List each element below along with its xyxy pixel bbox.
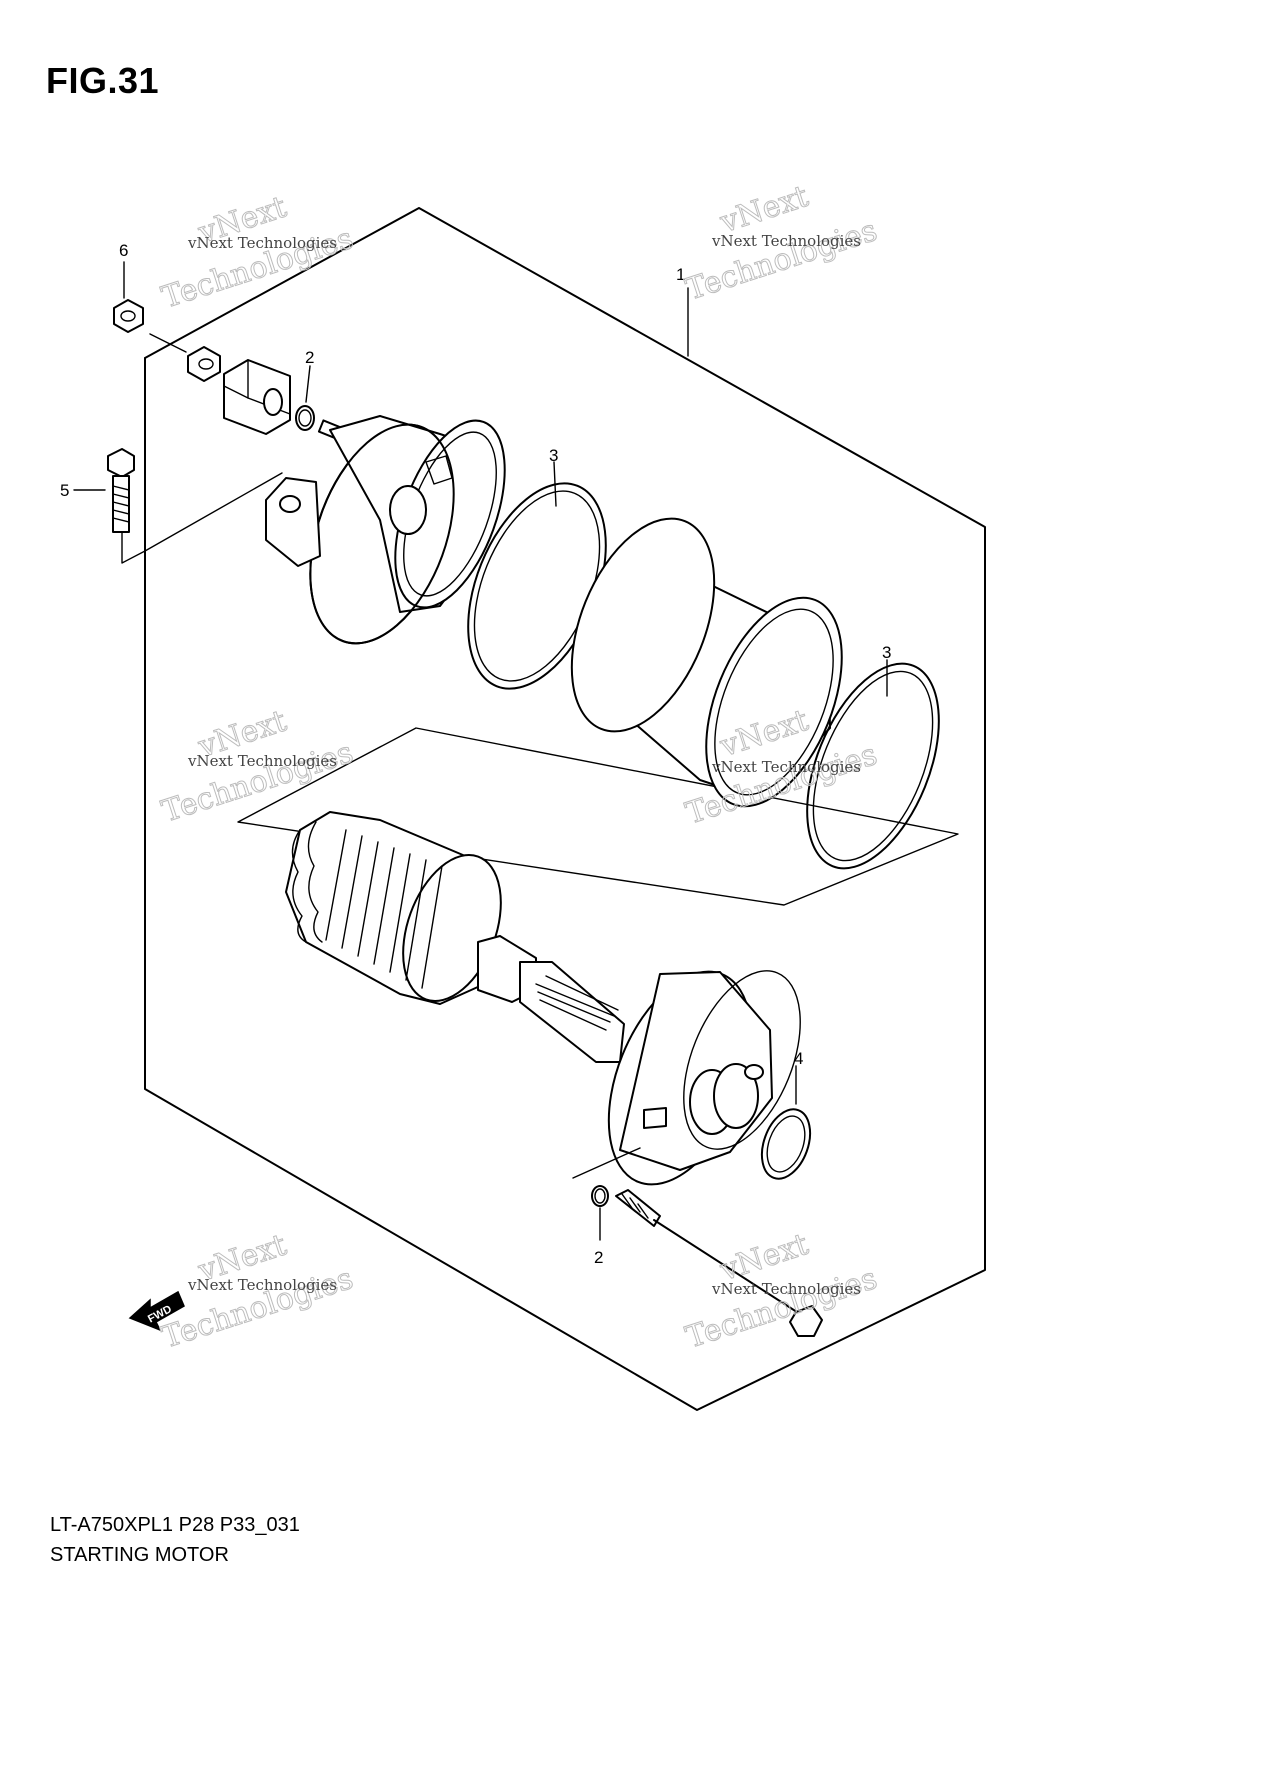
- callout-2-bottom: 2: [594, 1248, 603, 1267]
- model-code: LT-A750XPL1 P28 P33_031: [50, 1514, 300, 1536]
- watermark-bottom-right: vNext Technologies vNext Technologies: [681, 1226, 882, 1356]
- figure-title: FIG.31: [46, 60, 160, 101]
- figure-name: STARTING MOTOR: [50, 1544, 229, 1566]
- yoke-housing: [570, 517, 843, 808]
- callout-4: 4: [794, 1049, 803, 1068]
- callout-5: 5: [60, 481, 69, 500]
- callout-3-a: 3: [549, 446, 558, 465]
- terminal-cap: [223, 359, 291, 435]
- rear-cover: [265, 415, 506, 645]
- part-2-oring-top: [295, 365, 315, 431]
- callout-1: 1: [676, 265, 685, 284]
- part-5-bolt: [73, 448, 283, 564]
- callout-2-top: 2: [305, 348, 314, 367]
- front-cover: [607, 970, 801, 1186]
- svg-text:Technologies: Technologies: [682, 1261, 882, 1356]
- part-6-nut: [113, 261, 187, 353]
- part-3-oring-b: [806, 659, 940, 870]
- callouts: 1 2 2 3 3 4 5 6: [60, 241, 891, 1267]
- svg-text:vNext Technologies: vNext Technologies: [187, 752, 337, 770]
- callout-3-b: 3: [882, 643, 891, 662]
- callout-6: 6: [119, 241, 128, 260]
- armature: [285, 811, 625, 1063]
- svg-text:vNext Technologies: vNext Technologies: [711, 1280, 861, 1298]
- through-bolt: [572, 1147, 823, 1337]
- svg-text:vNext Technologies: vNext Technologies: [711, 758, 861, 776]
- armature-outline: [237, 727, 959, 906]
- svg-text:vNext Technologies: vNext Technologies: [187, 1276, 337, 1294]
- watermark-top-right: vNext Technologies vNext Technologies: [681, 178, 882, 308]
- svg-text:vNext Technologies: vNext Technologies: [711, 232, 861, 250]
- assembly-outline: [144, 207, 986, 1411]
- watermark-mid-left: vNext Technologies vNext Technologies: [157, 703, 358, 830]
- svg-text:vNext Technologies: vNext Technologies: [187, 234, 337, 252]
- svg-text:Technologies: Technologies: [682, 213, 882, 308]
- terminal-nut: [187, 346, 221, 382]
- watermark-bottom-left: vNext Technologies vNext Technologies: [157, 1227, 358, 1356]
- part-4-oring: [760, 1065, 812, 1180]
